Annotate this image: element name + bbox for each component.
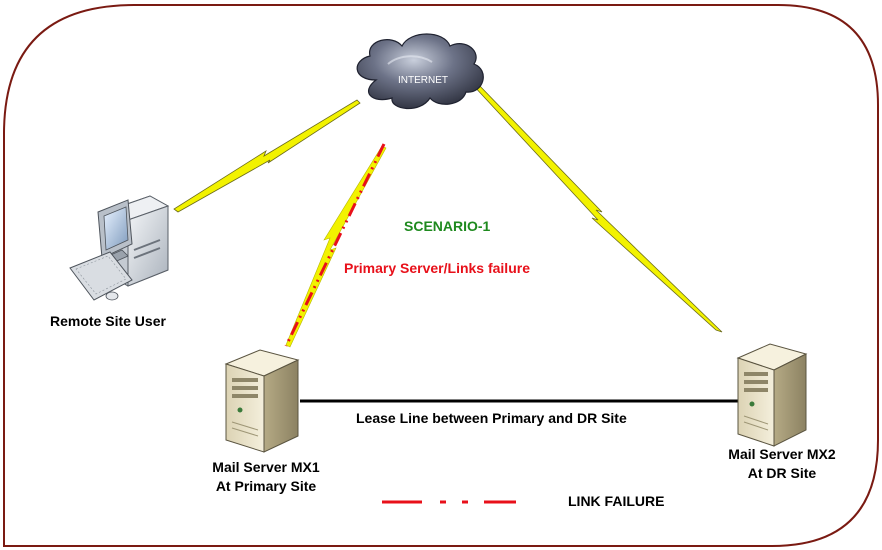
mx1-name: Mail Server MX1 [212,459,320,475]
link-failure-legend-label: LINK FAILURE [568,493,665,509]
cloud-icon [356,33,484,110]
failure-caption: Primary Server/Links failure [344,260,530,276]
failed-link-dashes [284,143,386,347]
internet-label: INTERNET [398,75,448,86]
mx2-site: At DR Site [747,465,817,481]
wireless-link-remote-internet [173,99,361,213]
wireless-link-internet-mx2 [471,81,723,333]
remote-user-label: Remote Site User [50,313,166,329]
mx1-site: At Primary Site [215,478,317,494]
diagram-frame [3,4,879,547]
server-icon [736,343,808,447]
mx1-label: Mail Server MX1 At Primary Site [196,458,336,496]
scenario-title: SCENARIO-1 [404,218,491,234]
desktop-computer-icon [69,195,170,301]
server-icon [224,349,300,453]
lease-line-label: Lease Line between Primary and DR Site [356,410,627,426]
mx2-label: Mail Server MX2 At DR Site [712,445,852,483]
mx2-name: Mail Server MX2 [728,446,836,462]
